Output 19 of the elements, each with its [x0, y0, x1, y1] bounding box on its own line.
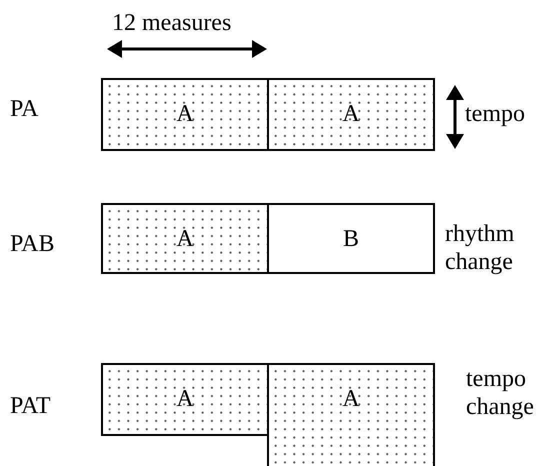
dotted-block — [101, 363, 269, 436]
annotation-text: tempo — [465, 101, 525, 129]
row-label: PA — [10, 96, 38, 124]
dotted-block — [267, 78, 435, 151]
block-label: A — [342, 387, 360, 414]
block-label: A — [342, 102, 360, 129]
plain-block — [267, 203, 435, 274]
dimension-text: 12 measures — [112, 10, 232, 38]
annotation-text: rhythm change — [445, 221, 516, 276]
dotted-block — [101, 203, 269, 274]
row-label: PAT — [10, 393, 50, 421]
block-label: B — [342, 227, 359, 254]
block-label: A — [176, 227, 194, 254]
block-label: A — [176, 102, 194, 129]
row-label: PAB — [10, 231, 54, 259]
dotted-block — [101, 78, 269, 151]
dotted-block — [267, 363, 435, 466]
block-label: A — [176, 387, 194, 414]
annotation-text: tempo change — [466, 366, 535, 422]
